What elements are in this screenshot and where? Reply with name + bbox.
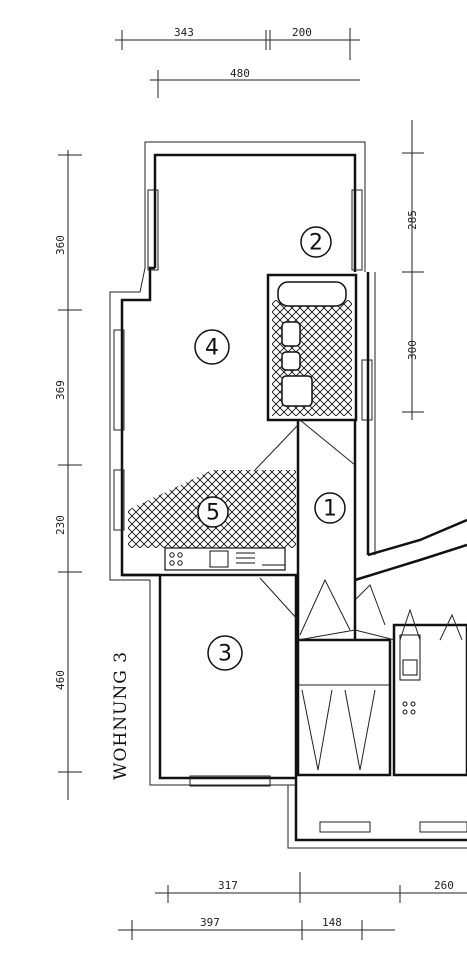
dimension-left-b: 369	[54, 380, 67, 400]
dimension-right-a: 285	[406, 210, 419, 230]
svg-text:1: 1	[323, 497, 337, 522]
dimension-top-a: 343	[174, 26, 194, 39]
interior-walls	[122, 273, 467, 778]
dimension-top-b: 200	[292, 26, 312, 39]
room-label-4: 4	[194, 329, 230, 365]
room-label-2: 2	[300, 226, 332, 258]
dimension-left-d: 460	[54, 670, 67, 690]
kitchen-counter	[164, 547, 286, 571]
svg-text:5: 5	[206, 501, 220, 526]
room-label-3: 3	[207, 635, 243, 671]
dimension-bottom-b: 260	[434, 879, 454, 892]
dimension-bottom-d: 148	[322, 916, 342, 929]
dimension-right-b: 300	[406, 340, 419, 360]
dimension-left-a: 360	[54, 235, 67, 255]
bathroom-fixtures	[277, 281, 347, 407]
dimension-left-c: 230	[54, 515, 67, 535]
dimension-top-total: 480	[230, 67, 250, 80]
room-label-1: 1	[314, 492, 346, 524]
door-swings	[254, 419, 463, 771]
svg-text:3: 3	[218, 642, 232, 667]
bottom-dimension-lines	[118, 872, 467, 940]
apartment-label: WOHNUNG 3	[111, 651, 131, 780]
dimension-bottom-a: 317	[218, 879, 238, 892]
dimension-bottom-c: 397	[200, 916, 220, 929]
svg-text:2: 2	[309, 231, 323, 256]
window-marks	[113, 189, 467, 833]
right-dimension-lines	[402, 120, 424, 420]
room-label-5: 5	[197, 496, 229, 528]
svg-text:4: 4	[205, 336, 219, 361]
exterior-walls	[109, 141, 467, 849]
right-kitchen-appliances	[399, 634, 421, 715]
top-dimension-lines	[115, 28, 360, 98]
left-dimension-lines	[58, 150, 82, 800]
